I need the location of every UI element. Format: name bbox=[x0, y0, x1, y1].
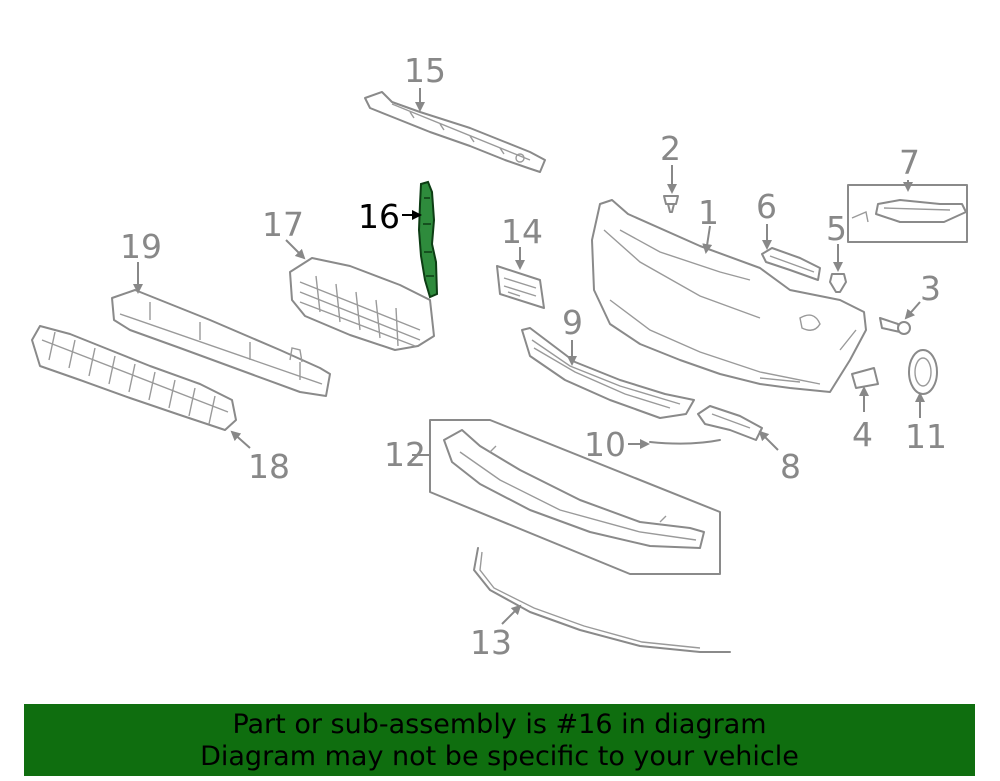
callout-labels: 15 16 17 19 18 14 1 2 6 7 5 3 4 11 9 8 1… bbox=[120, 51, 947, 662]
callout-11[interactable]: 11 bbox=[905, 417, 947, 456]
callout-18[interactable]: 18 bbox=[248, 447, 290, 486]
leader-lines bbox=[133, 88, 925, 625]
callout-14[interactable]: 14 bbox=[501, 212, 543, 251]
part-8-trim[interactable] bbox=[697, 405, 763, 441]
callout-8[interactable]: 8 bbox=[780, 447, 801, 486]
part-7-side-bracket[interactable] bbox=[847, 184, 968, 243]
banner-line-1: Part or sub-assembly is #16 in diagram bbox=[232, 709, 767, 740]
callout-3[interactable]: 3 bbox=[920, 269, 941, 308]
callout-6[interactable]: 6 bbox=[756, 187, 777, 226]
callout-13[interactable]: 13 bbox=[470, 623, 512, 662]
part-2-clip[interactable] bbox=[663, 195, 679, 213]
callout-16[interactable]: 16 bbox=[358, 197, 400, 236]
part-11-ring-trim[interactable] bbox=[908, 349, 938, 395]
part-12-lower-panel[interactable] bbox=[429, 419, 721, 575]
callout-9[interactable]: 9 bbox=[562, 303, 583, 342]
callout-1[interactable]: 1 bbox=[698, 193, 719, 232]
part-14-plate-bracket[interactable] bbox=[496, 265, 545, 309]
part-17-grille-assembly[interactable] bbox=[289, 257, 435, 351]
part-16-bracket[interactable] bbox=[417, 180, 439, 299]
callout-15[interactable]: 15 bbox=[404, 51, 446, 90]
part-13-spoiler-strip[interactable] bbox=[473, 547, 731, 653]
part-1-bumper-cover[interactable] bbox=[591, 199, 867, 393]
info-banner: Part or sub-assembly is #16 in diagram D… bbox=[24, 704, 975, 776]
part-18-absorber[interactable] bbox=[31, 325, 237, 431]
part-10-molding[interactable] bbox=[649, 439, 721, 445]
callout-4[interactable]: 4 bbox=[852, 415, 873, 454]
banner-line-2: Diagram may not be specific to your vehi… bbox=[200, 741, 799, 772]
part-6-side-bracket[interactable] bbox=[761, 247, 821, 281]
part-15-upper-bar[interactable] bbox=[364, 91, 546, 173]
part-19-reinforcement-beam[interactable] bbox=[111, 289, 331, 397]
callout-5[interactable]: 5 bbox=[826, 209, 847, 248]
part-5-push-clip[interactable] bbox=[829, 273, 847, 293]
callout-10[interactable]: 10 bbox=[584, 425, 626, 464]
callout-2[interactable]: 2 bbox=[660, 129, 681, 168]
callout-12[interactable]: 12 bbox=[384, 435, 426, 474]
part-3-screw[interactable] bbox=[879, 317, 911, 335]
callout-19[interactable]: 19 bbox=[120, 227, 162, 266]
callout-17[interactable]: 17 bbox=[262, 205, 304, 244]
callout-7[interactable]: 7 bbox=[899, 143, 920, 182]
part-4-cap[interactable] bbox=[851, 367, 879, 389]
